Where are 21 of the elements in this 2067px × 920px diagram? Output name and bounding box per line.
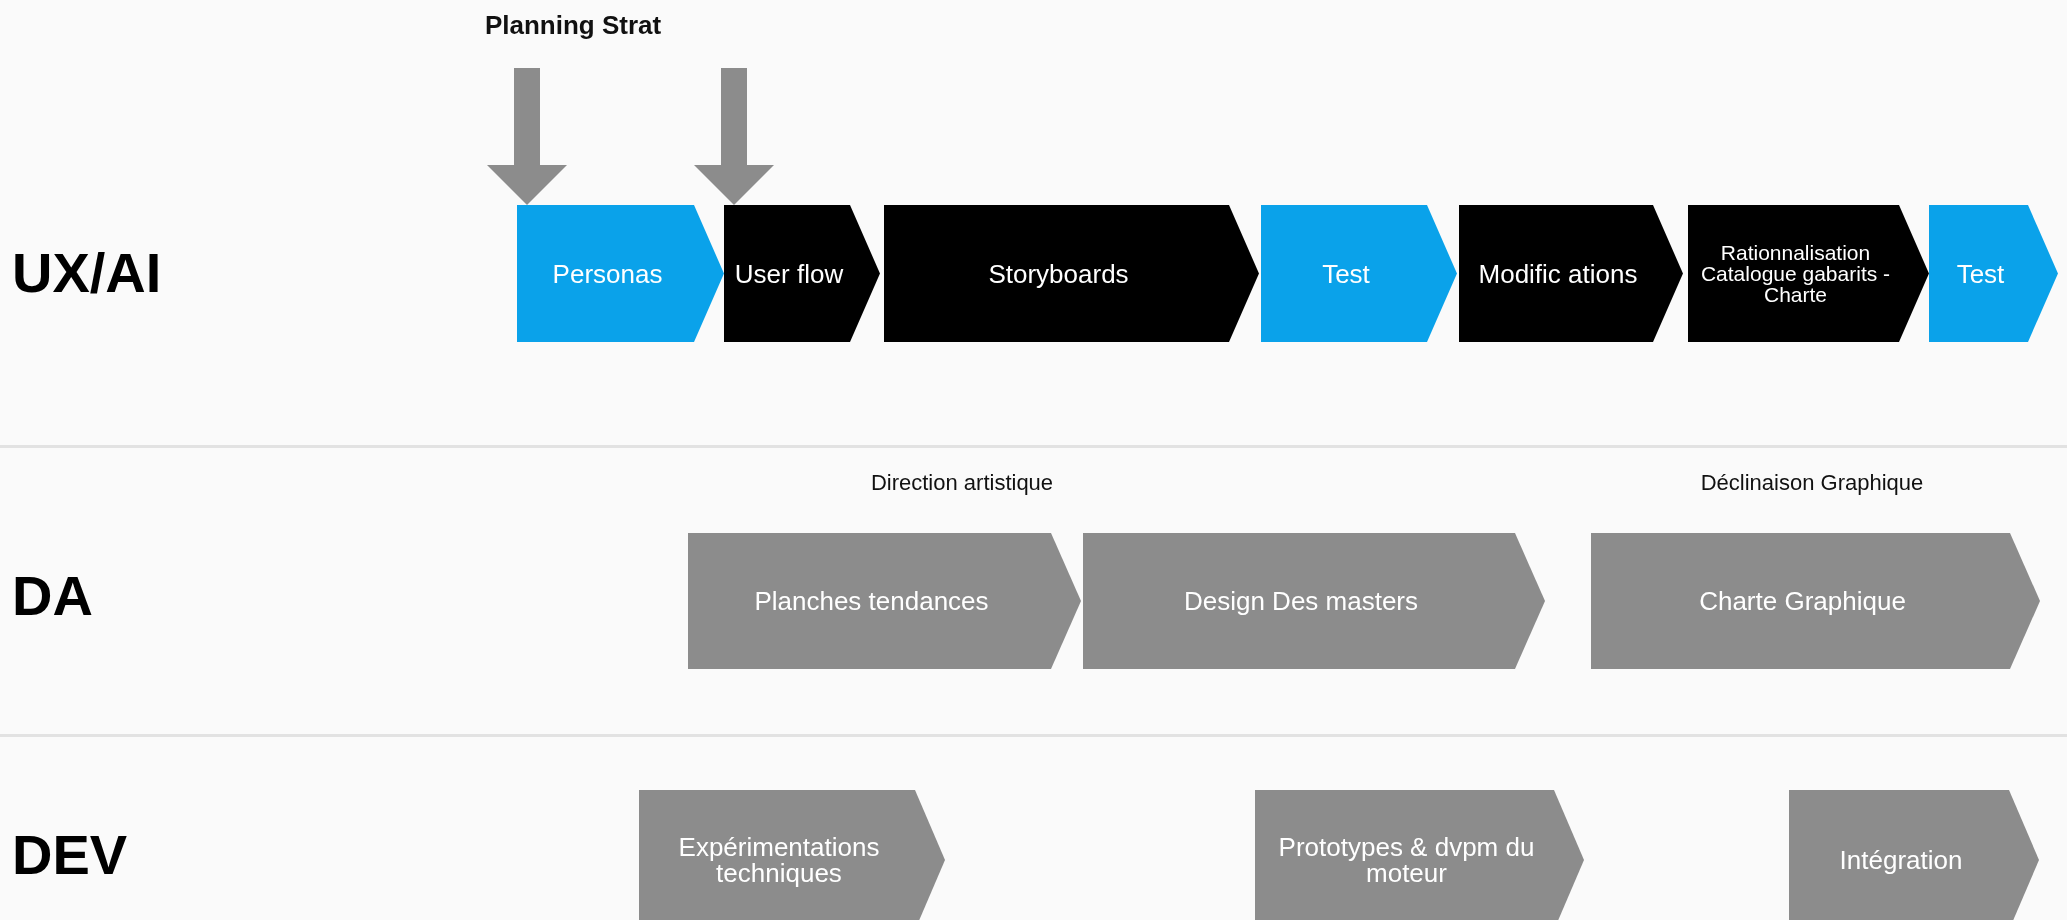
- chevron-step: Modific ations: [1459, 205, 1683, 342]
- arrow: [487, 68, 567, 205]
- chevron-step: Test: [1261, 205, 1457, 342]
- chevron-step: Test: [1929, 205, 2058, 342]
- chevron-step: Personas: [517, 205, 724, 342]
- chevron-step: Expérimentations techniques: [639, 790, 945, 920]
- chevron-step: Rationnalisation Catalogue gabarits - Charte: [1688, 205, 1929, 342]
- chevron-step: Storyboards: [884, 205, 1259, 342]
- phase-label: Déclinaison Graphique: [1700, 470, 1924, 496]
- arrow: [694, 68, 774, 205]
- chevron-step: User flow: [724, 205, 880, 342]
- chevron-step: Intégration: [1789, 790, 2039, 920]
- heading: Planning Strat: [484, 10, 662, 41]
- chevron-step: Design Des masters: [1083, 533, 1545, 669]
- lane-title: DA: [12, 563, 93, 628]
- phase-label: Direction artistique: [870, 470, 1054, 496]
- chevron-step: Prototypes & dvpm du moteur: [1255, 790, 1584, 920]
- chevron-step: Planches tendances: [688, 533, 1081, 669]
- lane-title: UX/AI: [12, 240, 162, 305]
- chevron-step: Charte Graphique: [1591, 533, 2040, 669]
- lane-title: DEV: [12, 822, 128, 887]
